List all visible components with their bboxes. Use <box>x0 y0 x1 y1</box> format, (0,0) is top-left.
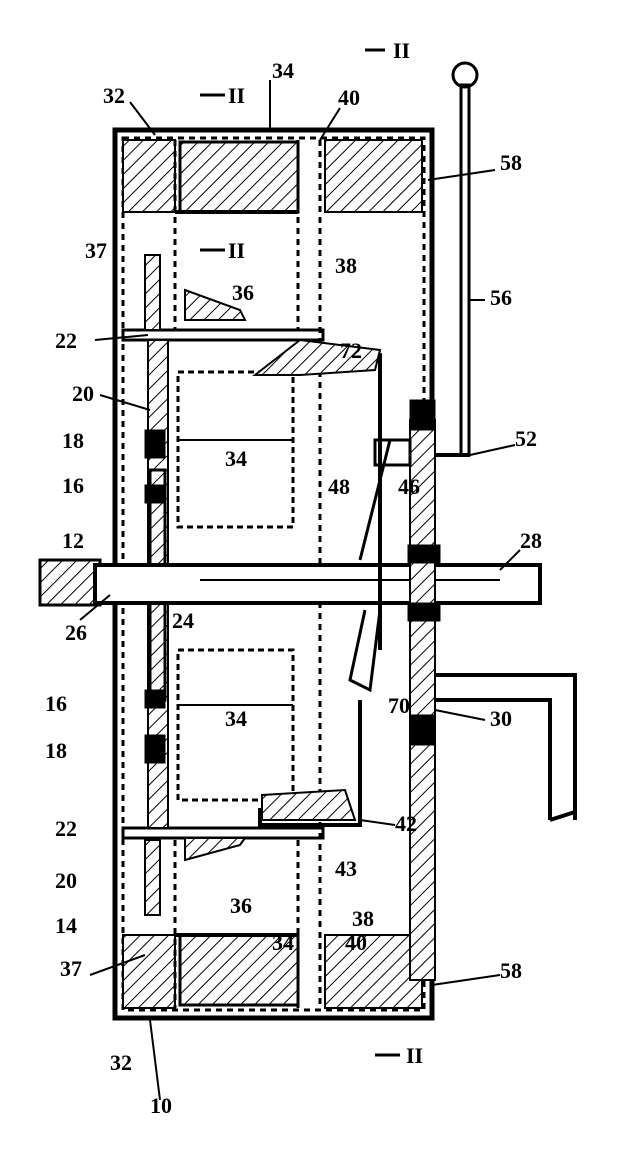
ref-40: 40 <box>338 87 360 109</box>
ref-14: 14 <box>55 915 77 937</box>
ref-32: 32 <box>110 1052 132 1074</box>
ref-43: 43 <box>335 858 357 880</box>
drawing-stroke <box>408 603 440 621</box>
ref-22: 22 <box>55 818 77 840</box>
ref-46: 46 <box>398 476 420 498</box>
drawing-stroke <box>360 820 395 825</box>
ref-10: 10 <box>150 1095 172 1117</box>
drawing-stroke <box>145 840 160 915</box>
drawing-stroke <box>408 545 440 563</box>
ref-56: 56 <box>490 287 512 309</box>
ref-20: 20 <box>72 383 94 405</box>
ref-38: 38 <box>335 255 357 277</box>
drawing-stroke <box>40 50 575 1100</box>
ref-72: 72 <box>340 340 362 362</box>
block-12 <box>40 560 100 605</box>
ref-12: 12 <box>62 530 84 552</box>
ref-30: 30 <box>490 708 512 730</box>
drawing-stroke <box>432 975 500 985</box>
drawing-stroke <box>350 610 380 690</box>
drawing-stroke <box>470 445 515 455</box>
drawing-stroke <box>145 430 165 458</box>
drawing-stroke <box>150 1020 160 1100</box>
ref-22: 22 <box>55 330 77 352</box>
ref-52: 52 <box>515 428 537 450</box>
ref-58: 58 <box>500 152 522 174</box>
ring-top <box>123 140 175 212</box>
drawing-stroke <box>320 108 340 140</box>
right-wall <box>410 420 435 980</box>
ref-37: 37 <box>85 240 107 262</box>
ref-34: 34 <box>272 932 294 954</box>
drawing-stroke <box>145 255 160 330</box>
ref-28: 28 <box>520 530 542 552</box>
ref-40: 40 <box>345 932 367 954</box>
ref-34: 34 <box>225 448 247 470</box>
ref-24: 24 <box>172 610 194 632</box>
ref-48: 48 <box>328 476 350 498</box>
ref-42: 42 <box>395 813 417 835</box>
drawing-stroke <box>185 838 245 860</box>
drawing-stroke <box>410 715 435 745</box>
ref-34: 34 <box>272 60 294 82</box>
block-40-top <box>325 140 422 212</box>
drawing-stroke <box>145 485 165 503</box>
drawing-stroke <box>100 395 150 410</box>
lever-knob <box>453 63 477 87</box>
ref-16: 16 <box>45 693 67 715</box>
block-40-bottom <box>325 935 422 1008</box>
drawing-stroke <box>123 828 323 838</box>
drawing-stroke <box>123 330 323 340</box>
ref-20: 20 <box>55 870 77 892</box>
ref-36: 36 <box>232 282 254 304</box>
ref-70: 70 <box>388 695 410 717</box>
ref-34: 34 <box>225 708 247 730</box>
ref-18: 18 <box>62 430 84 452</box>
drawing-stroke <box>145 690 165 708</box>
ref-16: 16 <box>62 475 84 497</box>
pipe-30 <box>435 675 575 820</box>
lever-56 <box>461 85 469 455</box>
ref-26: 26 <box>65 622 87 644</box>
shaft-28 <box>95 565 540 603</box>
section-mark: II <box>228 240 245 262</box>
section-mark: II <box>406 1045 423 1067</box>
ref-38: 38 <box>352 908 374 930</box>
ref-37: 37 <box>60 958 82 980</box>
section-mark: II <box>228 85 245 107</box>
ref-32: 32 <box>103 85 125 107</box>
ref-18: 18 <box>45 740 67 762</box>
drawing-stroke <box>262 790 355 820</box>
ref-36: 36 <box>230 895 252 917</box>
drawing-stroke <box>435 710 485 720</box>
ref-58: 58 <box>500 960 522 982</box>
ring-bottom <box>123 935 175 1008</box>
drawing-stroke <box>145 735 165 763</box>
magnet-top <box>180 142 298 212</box>
section-mark: II <box>393 40 410 62</box>
drawing-stroke <box>410 400 435 430</box>
